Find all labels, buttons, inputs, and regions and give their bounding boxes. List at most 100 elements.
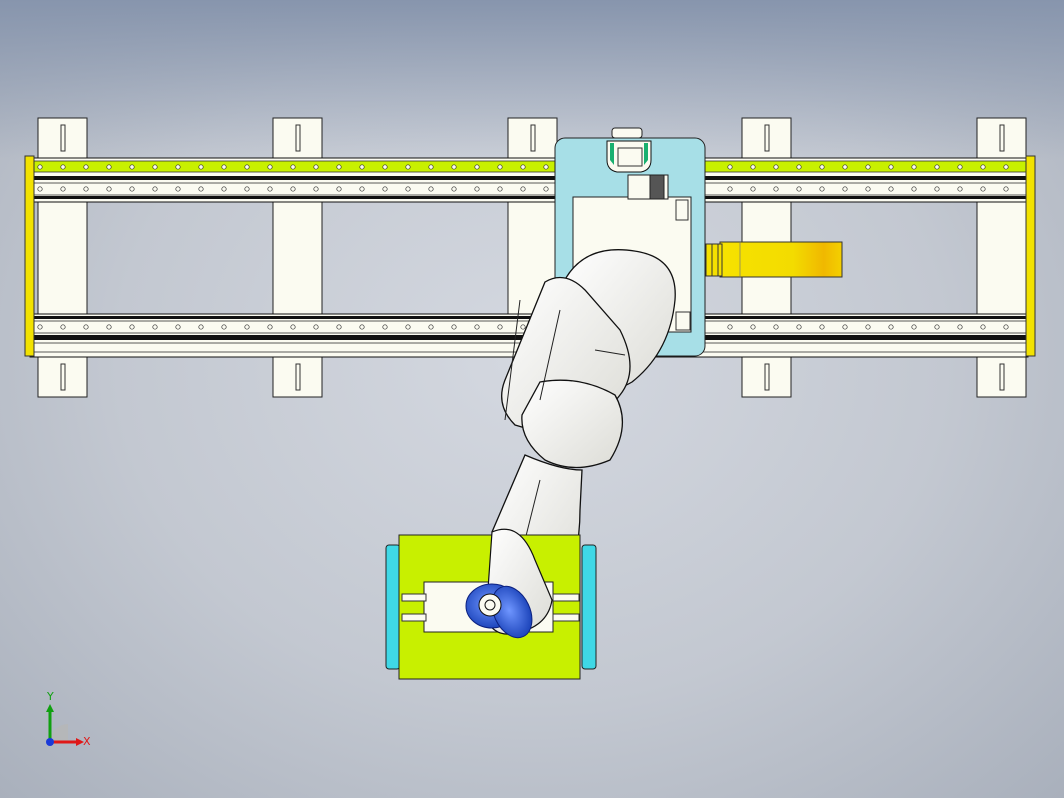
rail-bolt	[267, 186, 273, 192]
robot-elbow	[521, 379, 624, 469]
rail-bolt	[60, 324, 66, 330]
rail-bolt	[428, 164, 434, 170]
rail-bolt	[83, 186, 89, 192]
rail-bolt	[727, 164, 733, 170]
rail-bolt	[37, 186, 43, 192]
rail-bolt	[37, 324, 43, 330]
rail-bolt	[727, 324, 733, 330]
rail-bolt	[428, 324, 434, 330]
cross-member	[272, 197, 323, 317]
rail-bolt	[221, 324, 227, 330]
rail-bolt	[796, 324, 802, 330]
support-foot	[272, 356, 323, 398]
rail-bolt	[290, 324, 296, 330]
cross-member	[37, 197, 88, 317]
rail-bolt	[152, 164, 158, 170]
rail-bolt	[129, 164, 135, 170]
rail-bolt	[244, 164, 250, 170]
rail-bolt	[267, 324, 273, 330]
rail-bolt	[911, 186, 917, 192]
rail-bolt	[83, 324, 89, 330]
gripper[interactable]	[465, 528, 553, 644]
rail-bolt	[773, 186, 779, 192]
rail-bolt	[313, 164, 319, 170]
rail-bolt	[290, 186, 296, 192]
rail-bolt	[865, 186, 871, 192]
rail-bolt	[359, 164, 365, 170]
rail-bolt	[382, 186, 388, 192]
rail-bolt	[980, 324, 986, 330]
rail-bolt	[520, 324, 526, 330]
pallet-side-rail	[581, 544, 597, 670]
support-foot	[272, 117, 323, 159]
rail-bolt	[520, 164, 526, 170]
rail-bolt	[175, 324, 181, 330]
rail-bolt	[865, 324, 871, 330]
axis-triad-icon	[46, 704, 84, 746]
rail-bolt	[405, 324, 411, 330]
rail-bolt	[911, 164, 917, 170]
rail-bolt	[842, 164, 848, 170]
rail-bolt	[106, 186, 112, 192]
rail-bolt	[773, 164, 779, 170]
rail-bolt	[175, 164, 181, 170]
z-axis-point	[46, 738, 54, 746]
cable-carrier[interactable]	[699, 241, 843, 278]
rail-bolt	[543, 186, 549, 192]
rail-bolt	[888, 164, 894, 170]
coordinate-triad: Y X	[30, 690, 100, 760]
support-feet-top	[37, 117, 1027, 159]
rail-bolt	[129, 324, 135, 330]
end-cap-right	[1025, 155, 1036, 357]
rail-bolt	[83, 164, 89, 170]
y-axis-label: Y	[47, 690, 54, 703]
support-foot	[37, 117, 88, 159]
rail-bolt	[750, 324, 756, 330]
rail-bolt	[244, 186, 250, 192]
rail-bolt	[750, 164, 756, 170]
rail-bolt	[1003, 164, 1009, 170]
rail-bolt	[819, 324, 825, 330]
rail-bolt	[244, 324, 250, 330]
rail-bolt	[175, 186, 181, 192]
rail-bolt	[198, 324, 204, 330]
rail-bolt	[451, 324, 457, 330]
rail-bolt	[888, 324, 894, 330]
rail-bolt	[198, 186, 204, 192]
support-foot	[976, 356, 1027, 398]
rail-bolt	[957, 324, 963, 330]
rail-bolt	[842, 186, 848, 192]
rail-bolt	[980, 164, 986, 170]
x-axis-label: X	[83, 735, 91, 748]
rail-bolt	[152, 324, 158, 330]
rail-bolt	[428, 186, 434, 192]
rail-bolt	[819, 186, 825, 192]
rail-bolt	[865, 164, 871, 170]
rail-bolt	[520, 186, 526, 192]
rail-bolt	[382, 164, 388, 170]
rail-bolt	[727, 186, 733, 192]
rail-bolt	[497, 186, 503, 192]
rail-bolt	[1003, 186, 1009, 192]
rail-bolt	[405, 186, 411, 192]
rail-bolt	[980, 186, 986, 192]
rail-bolt	[359, 186, 365, 192]
rail-bolt	[267, 164, 273, 170]
rail-bolt	[773, 324, 779, 330]
rail-bolt	[336, 186, 342, 192]
rail-bolt	[888, 186, 894, 192]
support-foot	[976, 117, 1027, 159]
rail-bolt	[451, 186, 457, 192]
rail-bolt	[796, 186, 802, 192]
rail-bolt	[474, 164, 480, 170]
rail-bolt	[359, 324, 365, 330]
rail-bolt	[543, 164, 549, 170]
rail-bolt	[474, 186, 480, 192]
rail-bolt	[198, 164, 204, 170]
rail-bolt	[336, 324, 342, 330]
rail-bolt	[106, 324, 112, 330]
rail-bolt	[934, 164, 940, 170]
rail-bolt	[934, 324, 940, 330]
